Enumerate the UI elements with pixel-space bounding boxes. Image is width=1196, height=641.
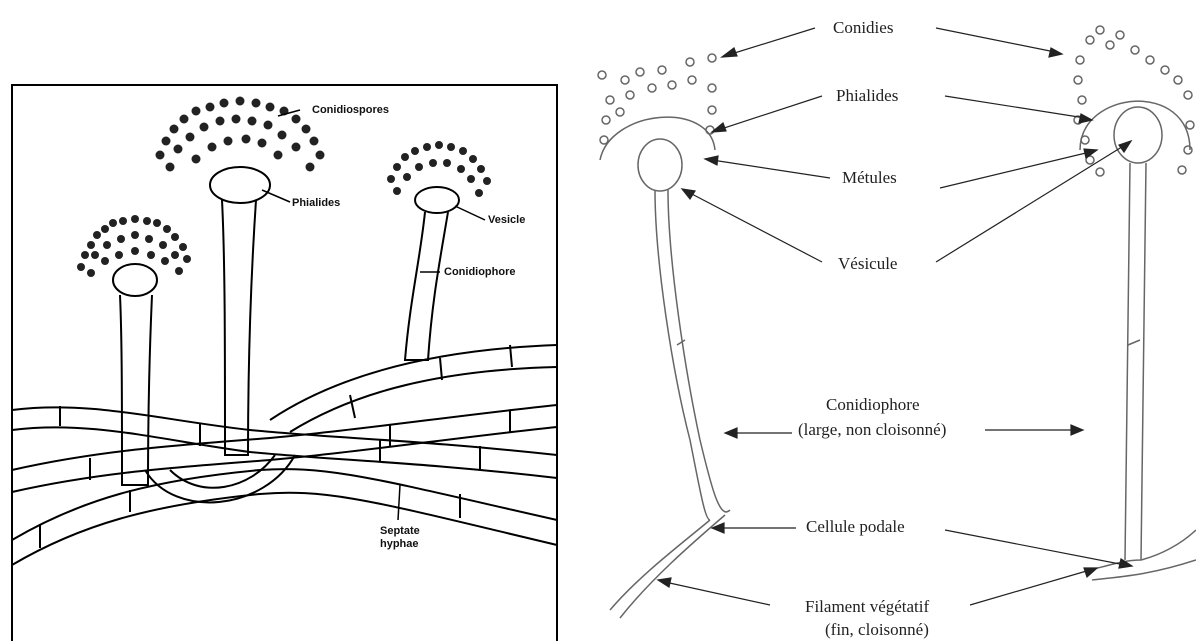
label-phialides-en: Phialides bbox=[292, 197, 340, 209]
label-metules: Métules bbox=[842, 168, 897, 188]
label-conidies: Conidies bbox=[833, 18, 893, 38]
label-vesicule: Vésicule bbox=[838, 254, 897, 274]
label-septate: Septate bbox=[380, 525, 420, 537]
right-organism-b bbox=[1074, 26, 1196, 580]
left-spore-heads bbox=[77, 97, 491, 278]
label-conidiophore-fr: Conidiophore bbox=[826, 395, 920, 415]
right-organism-a bbox=[598, 54, 730, 618]
label-filament-desc: (fin, cloisonné) bbox=[825, 620, 929, 640]
left-panel-frame bbox=[12, 85, 557, 641]
label-filament: Filament végétatif bbox=[805, 597, 929, 617]
label-cellule-podale: Cellule podale bbox=[806, 517, 905, 537]
label-conidiospores: Conidiospores bbox=[312, 104, 389, 116]
label-phialides-fr: Phialides bbox=[836, 86, 898, 106]
right-a-conidia bbox=[598, 54, 716, 144]
septate-hyphae bbox=[12, 345, 557, 565]
left-panel-illustration bbox=[12, 85, 557, 641]
label-hyphae: hyphae bbox=[380, 538, 419, 550]
label-conidiophore-desc: (large, non cloisonné) bbox=[798, 420, 946, 440]
label-conidiophore-en: Conidiophore bbox=[444, 266, 516, 278]
label-vesicle: Vesicle bbox=[488, 214, 525, 226]
